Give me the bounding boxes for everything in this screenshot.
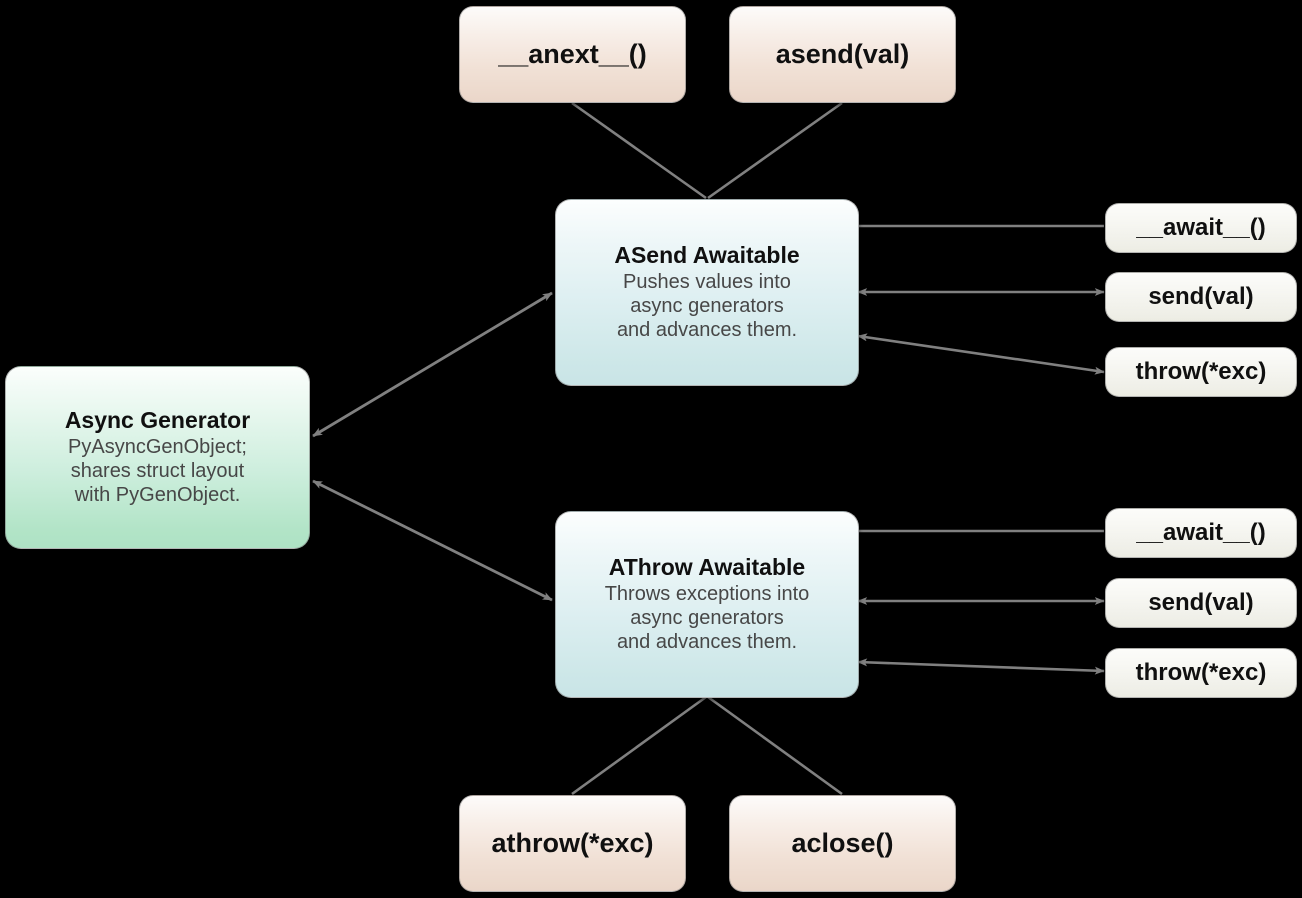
edge-athrowbox-to-throw (857, 658, 1105, 675)
node-athrow-awaitable[interactable]: AThrow Awaitable Throws exceptions into … (555, 511, 859, 698)
node-async-generator-desc-line-3: with PyGenObject. (74, 483, 241, 506)
node-athrow-awaitable-desc-line-3: and advances them. (616, 630, 798, 653)
node-asend-send-method[interactable]: send(val) (1105, 272, 1297, 322)
node-asend-method[interactable]: asend(val) (729, 6, 956, 103)
node-async-generator-title: Async Generator (64, 406, 251, 433)
node-asend-await-method-label: __await__() (1136, 213, 1266, 241)
node-async-generator[interactable]: Async Generator PyAsyncGenObject; shares… (5, 366, 310, 549)
node-aclose-method-label: aclose() (791, 828, 894, 859)
edge-generator-to-asend (312, 291, 553, 438)
node-asend-send-method-label: send(val) (1148, 282, 1254, 310)
node-athrow-awaitable-desc-line-1: Throws exceptions into (604, 583, 810, 606)
node-athrow-awaitable-desc-line-2: async generators (630, 607, 784, 630)
node-asend-throw-method[interactable]: throw(*exc) (1105, 347, 1297, 397)
node-anext-method[interactable]: __anext__() (459, 6, 686, 103)
node-async-generator-desc-line-1: PyAsyncGenObject; (68, 436, 247, 459)
node-athrow-awaitable-title: AThrow Awaitable (608, 553, 806, 580)
node-async-generator-desc-line-2: shares struct layout (70, 460, 245, 483)
node-asend-awaitable-title: ASend Awaitable (614, 241, 800, 268)
node-athrow-send-method[interactable]: send(val) (1105, 578, 1297, 628)
node-asend-method-label: asend(val) (775, 39, 910, 70)
edge-asend-to-throw (857, 333, 1105, 375)
node-aclose-method[interactable]: aclose() (729, 795, 956, 892)
node-asend-awaitable-desc-line-2: async generators (630, 295, 784, 318)
node-athrow-send-method-label: send(val) (1148, 588, 1254, 616)
node-athrow-throw-method-label: throw(*exc) (1135, 658, 1267, 686)
node-athrow-method[interactable]: athrow(*exc) (459, 795, 686, 892)
node-asend-throw-method-label: throw(*exc) (1135, 357, 1267, 385)
node-athrow-await-method-label: __await__() (1136, 518, 1266, 546)
node-athrow-method-label: athrow(*exc) (491, 828, 654, 859)
node-asend-awaitable-desc-line-1: Pushes values into (623, 271, 791, 294)
edge-generator-to-athrow (312, 479, 553, 602)
edge-asendmethod-to-asend (707, 101, 843, 200)
node-asend-awaitable-desc-line-3: and advances them. (616, 318, 798, 341)
node-asend-awaitable[interactable]: ASend Awaitable Pushes values into async… (555, 199, 859, 386)
edge-athrow-to-athrowmethod (571, 695, 707, 796)
node-asend-await-method[interactable]: __await__() (1105, 203, 1297, 253)
node-athrow-await-method[interactable]: __await__() (1105, 508, 1297, 558)
node-athrow-throw-method[interactable]: throw(*exc) (1105, 648, 1297, 698)
edge-anext-to-asend (571, 101, 707, 200)
edge-athrow-to-aclose (707, 695, 843, 796)
node-anext-method-label: __anext__() (498, 39, 647, 70)
